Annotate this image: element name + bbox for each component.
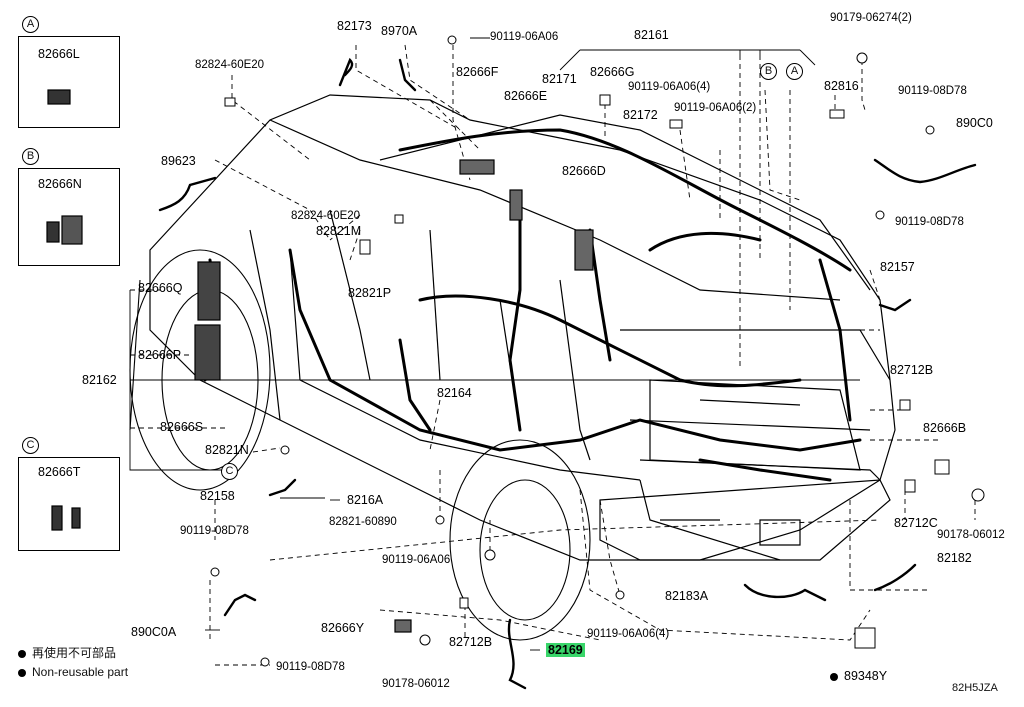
part-82666L[interactable]: 82666L [38,47,80,61]
part-82666Q[interactable]: 82666Q [138,281,183,295]
part-90119-08D78-bottom[interactable]: 90119-08D78 [276,661,345,673]
part-90119-06A06-4b[interactable]: 90119-06A06(4) [587,628,670,640]
callout-c: C [22,437,39,454]
callout-c-body: C [221,463,238,480]
vehicle-outline [149,94,896,561]
part-90119-08D78-left[interactable]: 90119-08D78 [180,525,249,537]
part-82666B[interactable]: 82666B [923,421,967,435]
part-8970A[interactable]: 8970A [381,24,418,38]
part-890C0A[interactable]: 890C0A [131,625,177,639]
part-82666P[interactable]: 82666P [138,348,182,362]
connector-glyphs [210,35,985,667]
part-82172[interactable]: 82172 [623,108,658,122]
separate-harness-parts [158,57,977,690]
callout-a: A [22,16,39,33]
legend-dot-2 [18,668,26,677]
highlighted-part-82169[interactable]: 82169 [546,643,585,657]
part-89348Y-text[interactable]: 89348Y [844,669,888,683]
part-82158[interactable]: 82158 [200,489,235,503]
part-82173[interactable]: 82173 [337,19,372,33]
part-82162[interactable]: 82162 [82,373,117,387]
part-82712C[interactable]: 82712C [894,516,938,530]
part-90119-08D78-r2[interactable]: 90119-08D78 [895,216,964,228]
solid-leaders [129,37,860,651]
part-8216A[interactable]: 8216A [347,493,384,507]
legend-japanese: 再使用不可部品 [18,645,116,661]
callout-b-top: B [760,63,777,80]
part-82821-60890[interactable]: 82821-60890 [329,516,397,528]
part-82824-60E20-b[interactable]: 82824-60E20 [291,210,361,222]
part-82821N[interactable]: 82821N [205,443,249,457]
part-90178-06012-bottom[interactable]: 90178-06012 [382,678,450,690]
part-82666Y[interactable]: 82666Y [321,621,365,635]
part-89623[interactable]: 89623 [161,154,196,168]
part-90119-06A06-2[interactable]: 90119-06A06(2) [674,102,757,114]
part-82666E[interactable]: 82666E [504,89,548,103]
part-82666S[interactable]: 82666S [160,420,204,434]
part-82161[interactable]: 82161 [634,28,669,42]
part-90119-06A06-top[interactable]: 90119-06A06 [490,31,559,43]
harness-lines [198,128,862,482]
inset-box-c [18,457,120,551]
legend-text-en: Non-reusable part [32,665,129,679]
callout-a-top: A [786,63,803,80]
callout-b: B [22,148,39,165]
part-90119-06A06-mid[interactable]: 90119-06A06 [382,554,451,566]
non-reusable-dot [830,672,838,681]
part-82182[interactable]: 82182 [937,551,972,565]
part-82666T[interactable]: 82666T [38,465,81,479]
legend-english: Non-reusable part [18,664,128,680]
part-82171[interactable]: 82171 [542,72,577,86]
part-82666N[interactable]: 82666N [38,177,82,191]
part-82712B-right[interactable]: 82712B [890,363,934,377]
inset-box-b [18,168,120,266]
part-82666D[interactable]: 82666D [562,164,606,178]
leader-lines [130,44,976,666]
part-82183A[interactable]: 82183A [665,589,709,603]
part-90179-06274[interactable]: 90179-06274(2) [830,12,912,24]
part-82666F[interactable]: 82666F [456,65,499,79]
part-82824-60E20-a[interactable]: 82824-60E20 [195,59,265,71]
part-90119-06A06-4a[interactable]: 90119-06A06(4) [628,81,711,93]
part-82712B-bottom[interactable]: 82712B [449,635,493,649]
part-82821M[interactable]: 82821M [316,224,362,238]
part-82666G[interactable]: 82666G [590,65,635,79]
inset-box-a [18,36,120,128]
part-90119-08D78-r1[interactable]: 90119-08D78 [898,85,967,97]
part-82816[interactable]: 82816 [824,79,859,93]
part-82169[interactable]: 82169 [546,643,585,657]
part-90178-06012-right[interactable]: 90178-06012 [937,529,1005,541]
part-890C0[interactable]: 890C0 [956,116,993,130]
inset-sketches [46,89,594,633]
part-82821P[interactable]: 82821P [348,286,392,300]
part-82157[interactable]: 82157 [880,260,915,274]
legend-text-jp: 再使用不可部品 [32,646,117,660]
part-89348Y[interactable]: 89348Y [830,670,887,683]
part-82164[interactable]: 82164 [437,386,472,400]
legend-dot-1 [18,649,26,658]
diagram-code: 82H5JZA [952,682,998,694]
